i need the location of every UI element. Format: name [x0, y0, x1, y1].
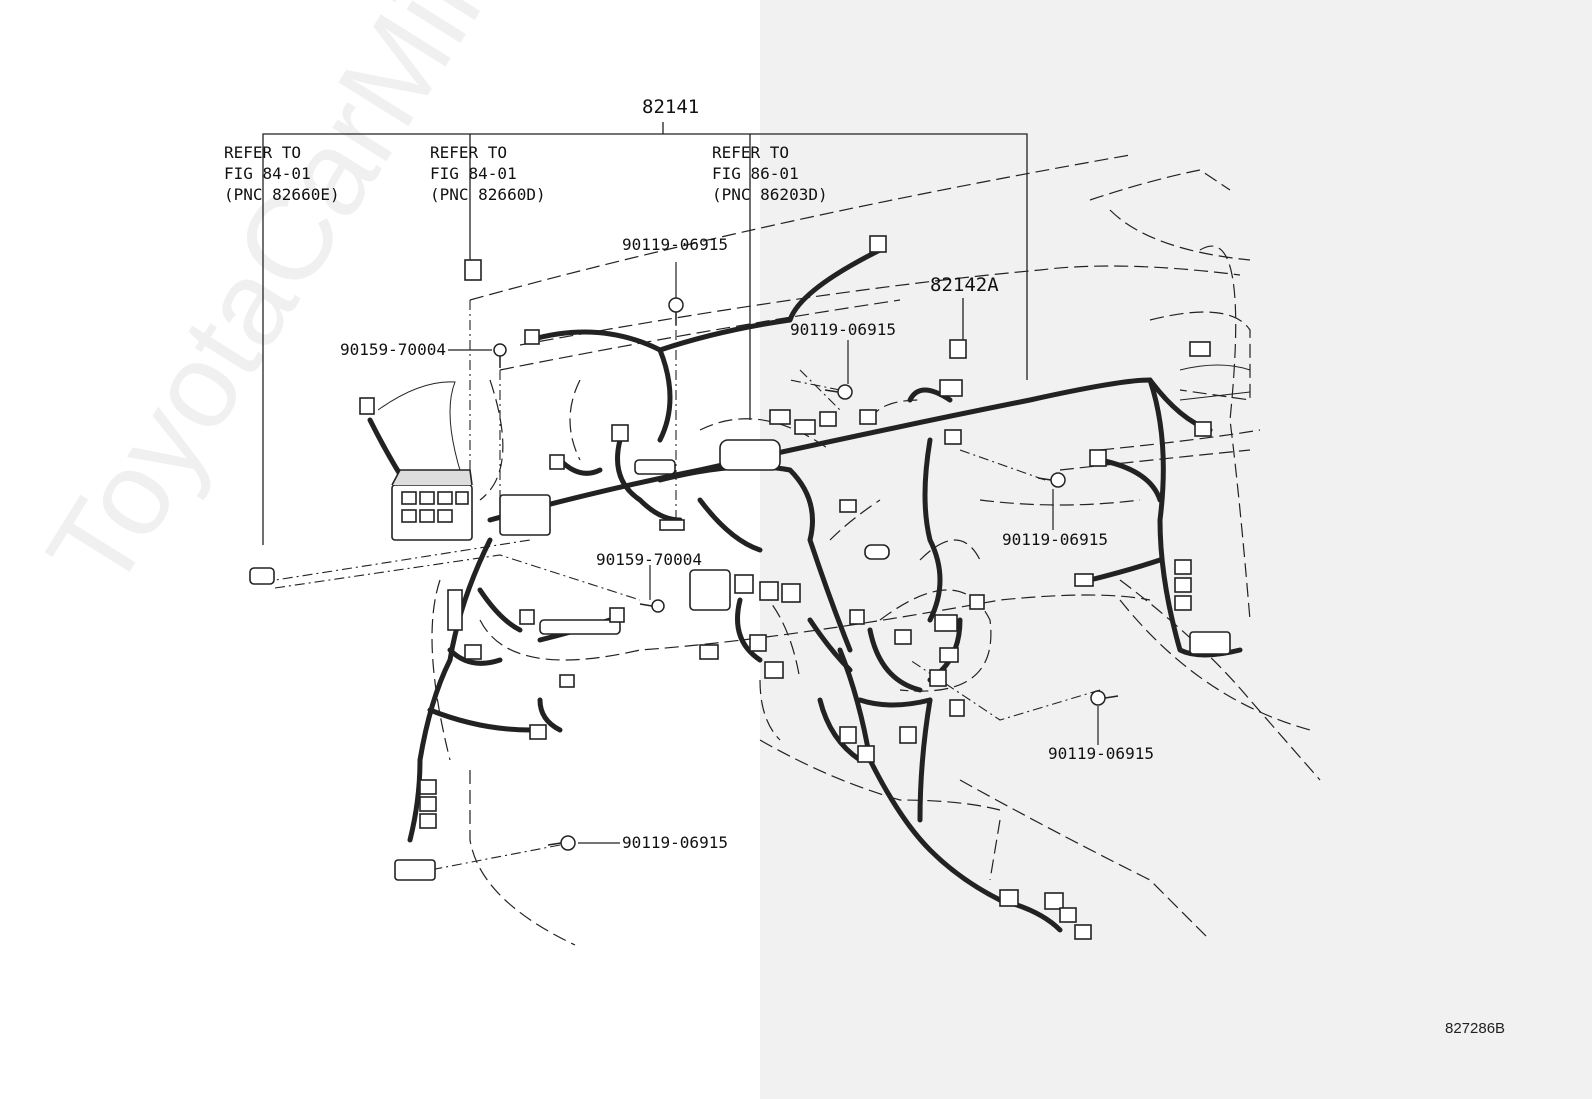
- refer-line1: REFER TO: [712, 143, 790, 162]
- callout-bolt-right: 90119-06915: [1002, 530, 1108, 549]
- callout-bolt-top: 90119-06915: [622, 235, 728, 254]
- refer-line1: REFER TO: [430, 143, 508, 162]
- callout-clip-left: 90159-70004: [340, 340, 446, 359]
- main-trunk: [487, 377, 1153, 523]
- callout-clip-center: 90159-70004: [596, 550, 702, 569]
- refer-line3: (PNC 86203D): [712, 185, 828, 204]
- callout-bolt-mid: 90119-06915: [790, 320, 896, 339]
- callout-bolt-lower-right: 90119-06915: [1048, 744, 1154, 763]
- refer-note-82660E: REFER TO FIG 84-01 (PNC 82660E): [224, 142, 340, 205]
- leader-82141: [262, 122, 1028, 420]
- refer-line3: (PNC 82660E): [224, 185, 340, 204]
- refer-note-86203D: REFER TO FIG 86-01 (PNC 86203D): [712, 142, 828, 205]
- refer-note-82660D: REFER TO FIG 84-01 (PNC 82660D): [430, 142, 546, 205]
- refer-line1: REFER TO: [224, 143, 302, 162]
- part-number-82141: 82141: [642, 96, 700, 118]
- refer-line2: FIG 84-01: [430, 164, 517, 183]
- refer-line2: FIG 84-01: [224, 164, 311, 183]
- refer-line3: (PNC 82660D): [430, 185, 546, 204]
- figure-code: 827286B: [1445, 1020, 1506, 1037]
- callout-bolt-bottom: 90119-06915: [622, 833, 728, 852]
- part-number-82142A: 82142A: [930, 274, 999, 296]
- shaded-panel: [760, 0, 1592, 1099]
- refer-line2: FIG 86-01: [712, 164, 799, 183]
